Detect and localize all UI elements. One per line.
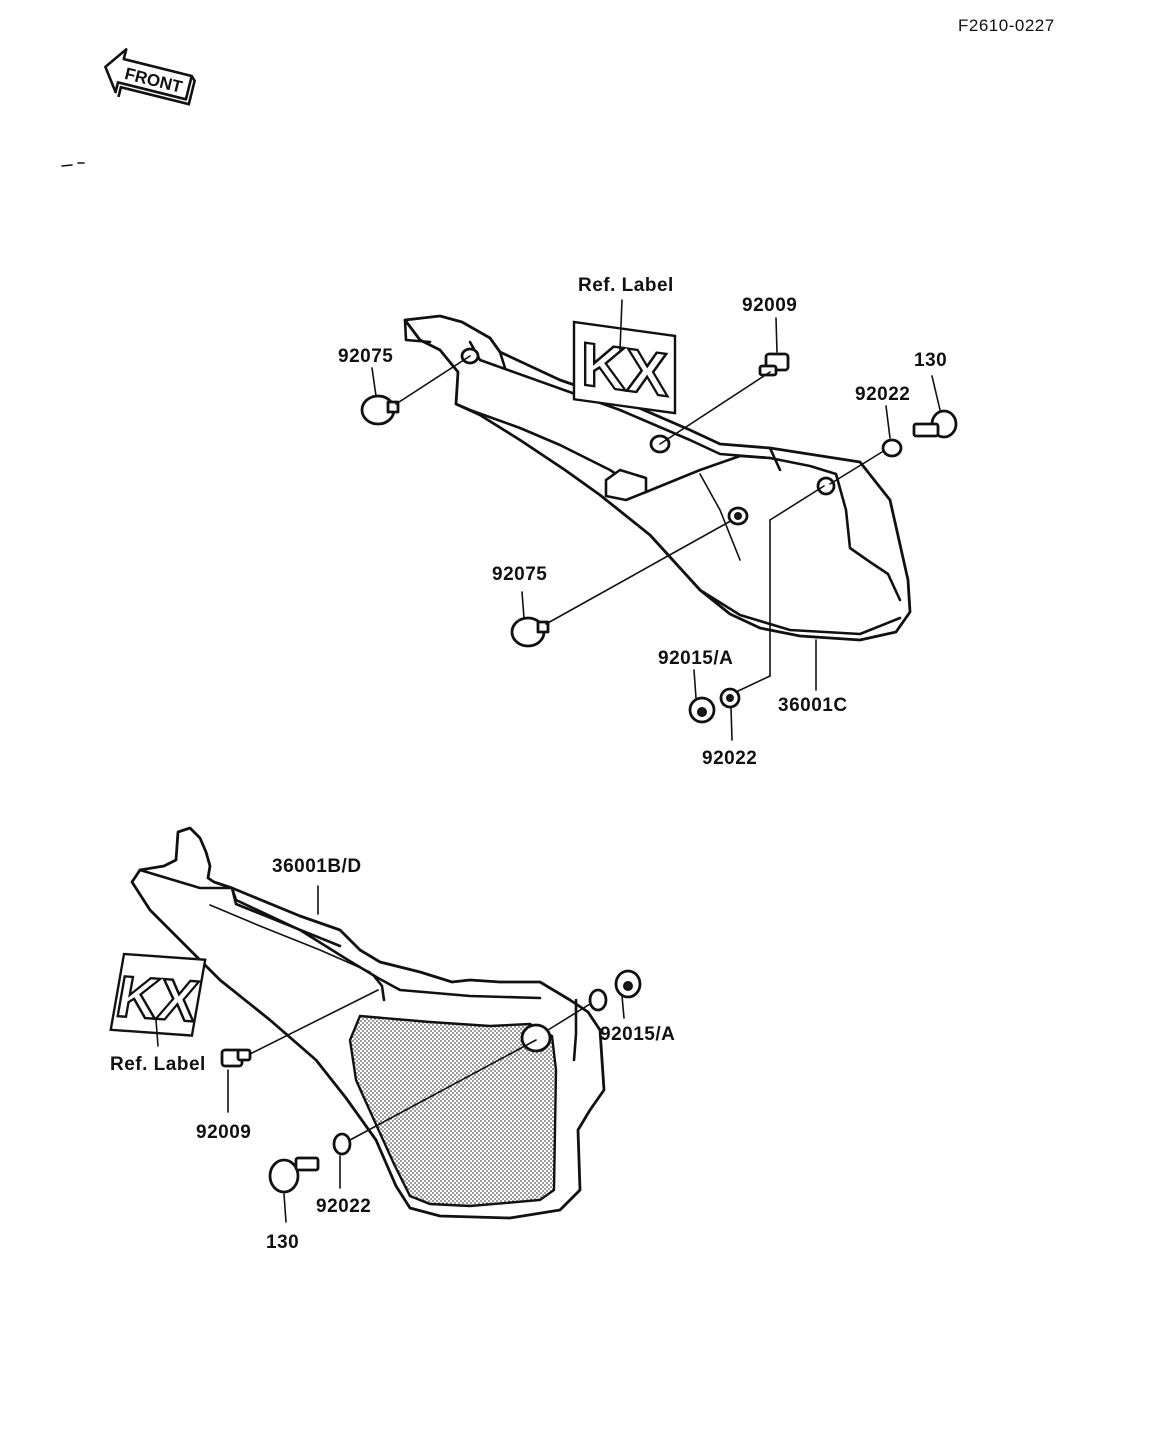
label-92015a-upper: 92015/A [658, 648, 734, 669]
grommet-92075-top-icon [360, 394, 400, 426]
label-92015a-lower: 92015/A [600, 1024, 676, 1045]
figure-code: F2610-0227 [958, 16, 1055, 35]
bolt-92009-upper-icon [758, 352, 790, 377]
washer-92022-upper-right-icon [881, 438, 903, 458]
label-ref-label-upper: Ref. Label [578, 275, 674, 296]
label-92022-upper-right: 92022 [855, 384, 911, 405]
label-92075-upper-top: 92075 [338, 346, 394, 367]
mesh-panel [348, 1014, 558, 1208]
label-ref-label-lower: Ref. Label [110, 1054, 206, 1075]
grommet-92075-lower-icon [510, 616, 550, 648]
kx-logo-text-upper: KX [581, 330, 668, 410]
bolt-130-upper-icon [912, 409, 958, 439]
washer-92022-lower-icon [332, 1132, 352, 1156]
bolt-130-lower-icon [268, 1156, 320, 1194]
label-36001bd: 36001B/D [272, 856, 362, 877]
label-130-lower: 130 [266, 1232, 300, 1253]
nut-92015a-lower-icon [614, 969, 642, 999]
label-36001c: 36001C [778, 695, 848, 716]
label-92022-upper-bottom: 92022 [702, 748, 758, 769]
washer-92015a-lower-icon [588, 988, 608, 1012]
kx-ref-label-upper: KX [572, 320, 677, 415]
label-92075-upper-lower: 92075 [492, 564, 548, 585]
bolt-92009-lower-icon [220, 1048, 252, 1068]
label-92009-upper: 92009 [742, 295, 798, 316]
nut-92015a-upper-icon [688, 696, 716, 724]
label-92022-lower: 92022 [316, 1196, 372, 1217]
kx-ref-label-lower: KX [109, 952, 207, 1037]
label-92009-lower: 92009 [196, 1122, 252, 1143]
kx-logo-text-lower: KX [112, 964, 203, 1034]
label-130-upper: 130 [914, 350, 948, 371]
